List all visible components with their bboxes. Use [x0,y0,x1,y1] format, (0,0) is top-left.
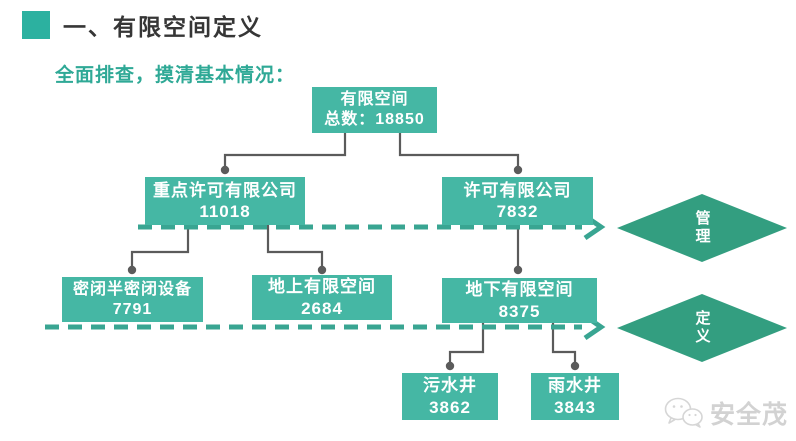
node-rain-well: 雨水井 3843 [531,373,619,420]
header: 一、有限空间定义 [22,8,263,42]
node-label: 有限空间 [340,91,409,108]
node-label: 密闭半密闭设备 [72,280,192,298]
node-label: 地上有限空间 [268,277,376,297]
node-value: 3843 [554,397,596,417]
page-title: 一、有限空间定义 [63,14,263,40]
node-value: 8375 [498,301,541,321]
node-underground-space: 地下有限空间 8375 [442,278,597,323]
node-label: 污水井 [423,376,477,396]
connector-dot-icons [127,165,580,371]
diamond-label: 管理 [693,210,711,246]
node-total-limited-space: 有限空间 总数：18850 [312,87,437,133]
node-value: 3862 [429,397,471,417]
node-label: 地下有限空间 [465,280,574,300]
node-licensed-company: 许可有限公司 7832 [442,177,593,225]
wechat-icon [664,397,703,428]
watermark-text: 安全茂 [709,401,788,429]
node-sewage-well: 污水井 3862 [402,373,498,420]
subtitle: 全面排查，摸清基本情况： [55,65,296,86]
node-value: 7791 [112,300,153,318]
watermark: 安全茂 [663,395,788,431]
node-key-licensed-company: 重点许可有限公司 11018 [145,177,305,225]
title-bullet-square-icon [22,11,50,39]
node-label: 许可有限公司 [463,180,572,200]
node-label: 雨水井 [548,376,602,396]
node-value: 总数：18850 [324,111,425,128]
node-closed-equipment: 密闭半密闭设备 7791 [62,277,203,322]
node-value: 7832 [496,202,539,221]
diamond-label: 定义 [693,310,711,346]
node-value: 11018 [199,202,251,221]
node-value: 2684 [301,298,343,318]
node-label: 重点许可有限公司 [153,180,297,200]
node-above-ground-space: 地上有限空间 2684 [252,275,392,320]
